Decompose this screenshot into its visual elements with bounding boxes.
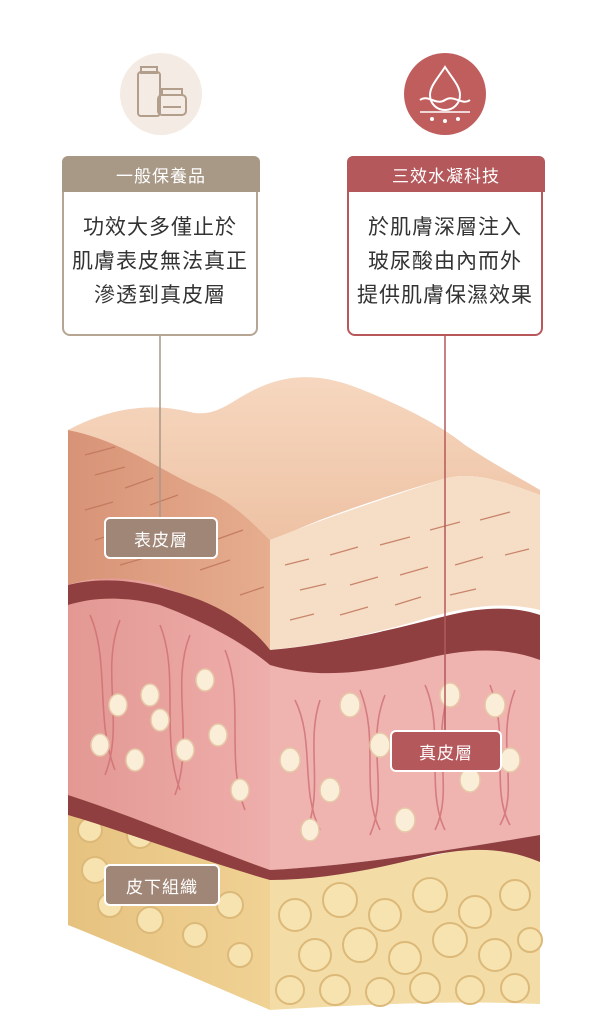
- regular-skincare-description: 功效大多僅止於 肌膚表皮無法真正 滲透到真皮層: [64, 210, 256, 312]
- subcutaneous-label: 皮下組織: [106, 866, 218, 904]
- description-line: 功效大多僅止於: [83, 215, 237, 239]
- water-drop-skin-icon: [404, 53, 486, 135]
- description-line: 於肌膚深層注入: [368, 215, 522, 239]
- regular-skincare-card: 一般保養品 功效大多僅止於 肌膚表皮無法真正 滲透到真皮層: [62, 156, 260, 336]
- dermis-label: 真皮層: [392, 732, 500, 770]
- description-line: 玻尿酸由內而外: [368, 249, 522, 273]
- hydrogel-tech-card: 三效水凝科技 於肌膚深層注入 玻尿酸由內而外 提供肌膚保濕效果: [347, 156, 545, 336]
- description-line: 肌膚表皮無法真正: [72, 249, 248, 273]
- cosmetic-products-icon: [120, 53, 202, 135]
- description-line: 提供肌膚保濕效果: [357, 283, 533, 307]
- hydrogel-tech-description: 於肌膚深層注入 玻尿酸由內而外 提供肌膚保濕效果: [349, 210, 541, 312]
- hydrogel-tech-title: 三效水凝科技: [347, 156, 545, 192]
- regular-skincare-title: 一般保養品: [62, 156, 260, 192]
- epidermis-label: 表皮層: [106, 519, 216, 557]
- description-line: 滲透到真皮層: [94, 283, 226, 307]
